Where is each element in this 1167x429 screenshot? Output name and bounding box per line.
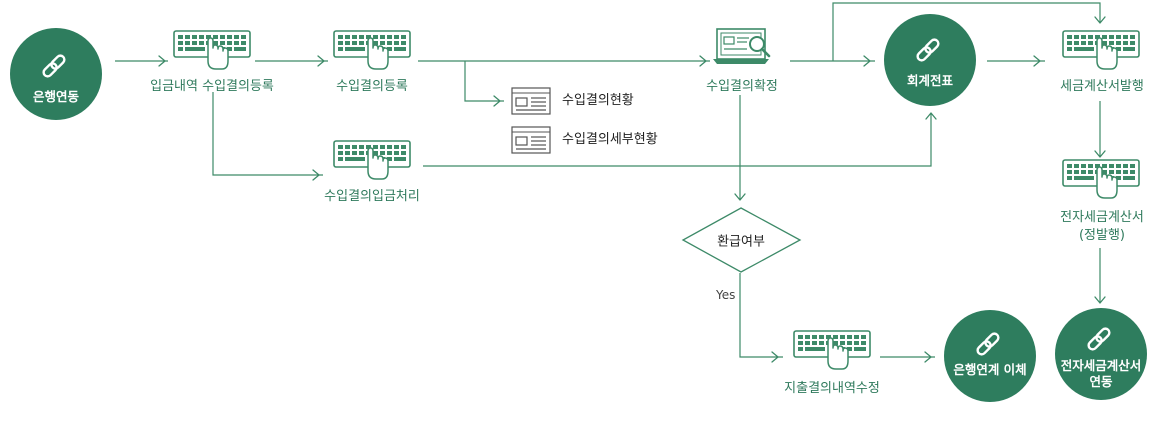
circle-e-tax-link (1055, 308, 1147, 400)
keyboard-icon (173, 30, 251, 70)
income-status-label: 수입결의현황 (562, 93, 634, 108)
tax-invoice-issue-label: 세금계산서발행 (1060, 79, 1144, 94)
refund-decision-label: 환급여부 (717, 234, 765, 250)
circle-bank-link (10, 28, 102, 120)
circle-bank-transfer (944, 310, 1036, 402)
yes-label: Yes (716, 288, 736, 302)
laptop-search-icon (713, 28, 771, 64)
deposit-register-label: 입금내역 수입결의등록 (150, 79, 274, 94)
expense-register-label: 지출결의내역수정 (784, 381, 880, 396)
e-tax-invoice-label-1: 전자세금계산서 (1060, 210, 1144, 225)
document-icon (511, 87, 551, 115)
e-tax-invoice-label-2: (정발행) (1078, 228, 1126, 243)
bank-transfer-label: 은행연계 이체 (953, 362, 1027, 377)
income-confirm-label: 수입결의확정 (706, 79, 778, 94)
e-tax-link-label-2: 연동 (1089, 374, 1113, 389)
keyboard-icon (1062, 30, 1140, 70)
document-icon (511, 126, 551, 154)
income-deposit-label: 수입결의입금처리 (324, 189, 420, 204)
bank-link-label: 은행연동 (32, 89, 80, 104)
keyboard-icon (1062, 159, 1140, 199)
circle-accounting-slip (884, 14, 976, 106)
decision-diamond (681, 207, 802, 273)
accounting-slip-label: 회계전표 (906, 73, 954, 88)
income-detail-status-label: 수입결의세부현황 (562, 132, 658, 147)
keyboard-icon (333, 140, 411, 180)
keyboard-icon (333, 30, 411, 70)
keyboard-icon (793, 330, 871, 370)
e-tax-link-label-1: 전자세금계산서 (1060, 358, 1142, 373)
income-register-label: 수입결의등록 (336, 79, 408, 94)
